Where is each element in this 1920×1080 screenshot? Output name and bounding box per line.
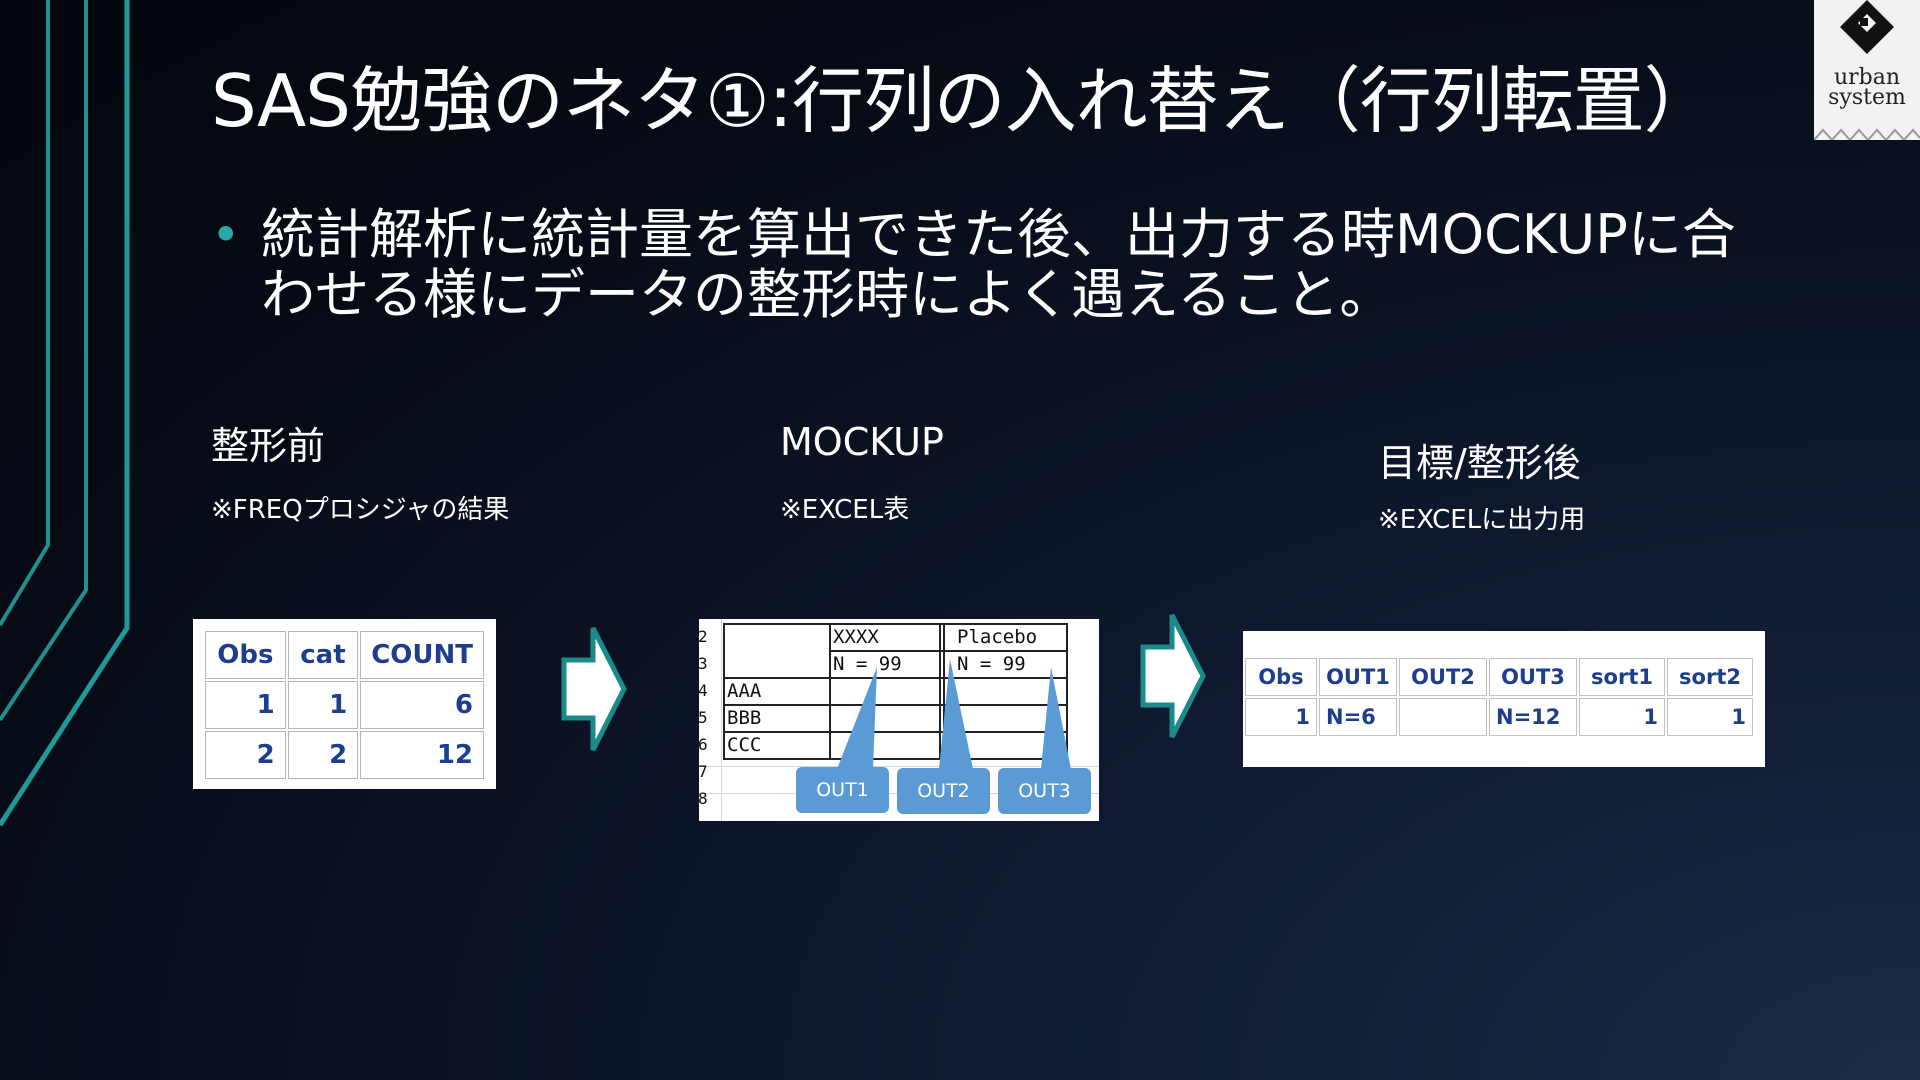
urban-system-logo: urban system — [1814, 0, 1920, 140]
col-header-obs: Obs — [205, 631, 286, 679]
bullet-text: 統計解析に統計量を算出できた後、出力する時MOCKUPに合わせる様にデータの整形… — [261, 203, 1736, 326]
table-cell: 2 — [287, 731, 359, 779]
col-header-sort1: sort1 — [1579, 658, 1665, 696]
table-row: 2 2 12 — [205, 731, 484, 779]
table-header-row: Obs OUT1 OUT2 OUT3 sort1 sort2 — [1245, 658, 1753, 696]
right-arrow-icon — [1140, 613, 1206, 739]
table-border — [943, 623, 945, 760]
freq-table: Obs cat COUNT 1 1 6 2 2 12 — [203, 629, 486, 781]
row-number: 5 — [698, 708, 708, 727]
mockup-sheet-panel: 2 3 4 5 6 7 8 XXXX N = 99 Placebo N = 99… — [698, 619, 1099, 821]
mockup-col1-n: N = 99 — [833, 653, 902, 675]
section-label-mockup: MOCKUP — [780, 420, 944, 464]
callout-pointers — [837, 659, 1071, 769]
col-header-out3: OUT3 — [1489, 658, 1577, 696]
callout-out1: OUT1 — [796, 767, 889, 813]
col-header-obs: Obs — [1245, 658, 1317, 696]
grid-line — [699, 766, 1099, 767]
logo-line1: urban — [1833, 65, 1901, 90]
callout-out3: OUT3 — [998, 768, 1091, 814]
section-note-after: ※EXCELに出力用 — [1378, 505, 1586, 535]
grid-line — [721, 619, 722, 821]
table-border — [1066, 623, 1068, 760]
table-cell: N=12 — [1489, 698, 1577, 736]
row-number: 3 — [698, 654, 708, 673]
table-border — [939, 623, 941, 760]
mockup-col2-header: Placebo — [957, 626, 1038, 648]
bullet-dot-icon: • — [211, 206, 241, 264]
table-border — [829, 650, 1068, 652]
mockup-row-label: BBB — [727, 707, 762, 729]
section-note-mockup: ※EXCEL表 — [780, 495, 910, 525]
row-number: 8 — [698, 789, 708, 808]
table-border — [829, 623, 831, 760]
table-cell: 1 — [287, 681, 359, 729]
freq-result-panel: Obs cat COUNT 1 1 6 2 2 12 — [193, 619, 496, 789]
mockup-row-label: AAA — [727, 680, 762, 702]
table-cell: N=6 — [1319, 698, 1397, 736]
section-label-before: 整形前 — [211, 424, 326, 468]
mockup-col1-header: XXXX — [833, 626, 879, 648]
table-cell: 1 — [1579, 698, 1665, 736]
callout-out2: OUT2 — [897, 768, 990, 814]
right-arrow-icon — [561, 626, 627, 752]
logo-zigzag-edge — [1814, 128, 1920, 140]
table-cell: 1 — [1245, 698, 1317, 736]
decorative-lines — [0, 0, 130, 827]
col-header-count: COUNT — [360, 631, 484, 679]
table-border — [723, 623, 725, 760]
table-cell: 2 — [205, 731, 286, 779]
col-header-out1: OUT1 — [1319, 658, 1397, 696]
section-note-before: ※FREQプロシジャの結果 — [211, 495, 510, 525]
table-cell — [1399, 698, 1487, 736]
row-number: 6 — [698, 735, 708, 754]
table-row: 1 1 6 — [205, 681, 484, 729]
table-border — [723, 704, 1068, 706]
table-border — [723, 623, 1068, 625]
section-label-after: 目標/整形後 — [1378, 441, 1581, 485]
table-cell: 6 — [360, 681, 484, 729]
row-number: 7 — [698, 762, 708, 781]
row-number: 4 — [698, 681, 708, 700]
col-header-sort2: sort2 — [1667, 658, 1753, 696]
col-header-cat: cat — [287, 631, 359, 679]
bullet-item: • 統計解析に統計量を算出できた後、出力する時MOCKUPに合わせる様にデータの… — [211, 205, 1771, 325]
table-cell: 1 — [1667, 698, 1753, 736]
row-number: 2 — [698, 627, 708, 646]
table-header-row: Obs cat COUNT — [205, 631, 484, 679]
output-table-panel: Obs OUT1 OUT2 OUT3 sort1 sort2 1 N=6 N=1… — [1243, 631, 1765, 767]
diamond-logo-icon — [1840, 0, 1894, 54]
table-border — [723, 731, 1068, 733]
mockup-row-label: CCC — [727, 734, 762, 756]
col-header-out2: OUT2 — [1399, 658, 1487, 696]
table-border — [723, 758, 1068, 760]
mockup-col2-n: N = 99 — [957, 653, 1026, 675]
slide-title: SAS勉強のネタ①:行列の入れ替え（行列転置） — [211, 59, 1716, 143]
table-border — [723, 677, 1068, 679]
logo-line2: system — [1828, 85, 1906, 110]
table-row: 1 N=6 N=12 1 1 — [1245, 698, 1753, 736]
table-cell: 1 — [205, 681, 286, 729]
output-table: Obs OUT1 OUT2 OUT3 sort1 sort2 1 N=6 N=1… — [1243, 656, 1755, 738]
table-cell: 12 — [360, 731, 484, 779]
